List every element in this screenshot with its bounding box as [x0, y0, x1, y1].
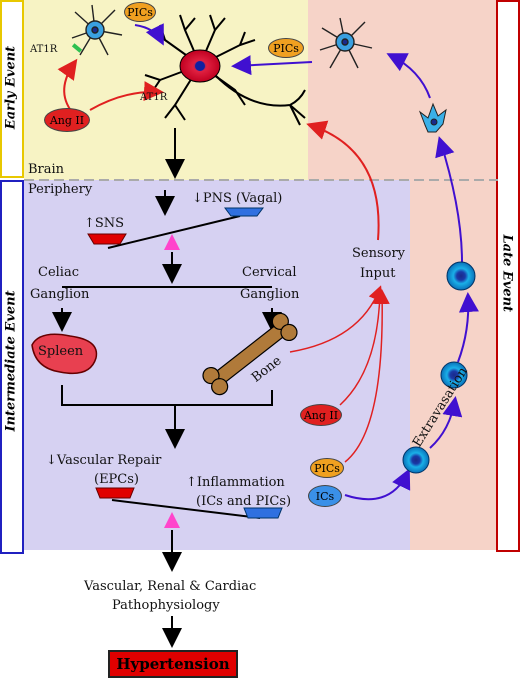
- circulating-cell-icon-1: [402, 446, 430, 474]
- microglia-icon-right: [319, 17, 373, 69]
- cervical-label-line1: Cervical: [242, 265, 297, 280]
- neuron-icon: [144, 14, 306, 126]
- hypertension-box: Hypertension: [108, 650, 238, 678]
- celiac-label-line1: Celiac: [38, 265, 79, 280]
- intermediate-event-side-box: [0, 180, 24, 554]
- circulating-cell-icon-2: [440, 361, 468, 389]
- sensory-input-line1: Sensory: [352, 246, 406, 261]
- circulating-cell-icon-3: [446, 261, 476, 291]
- inflammation-weight: [243, 507, 283, 519]
- sns-pns-lever: [107, 215, 241, 249]
- at1r-top-label: AT1R: [30, 44, 58, 55]
- bone-to-sensory-arrow: [289, 285, 383, 353]
- pics-to-sensory-arrow: [344, 289, 390, 463]
- epcs-label: (EPCs): [94, 472, 139, 487]
- microglia-icon: [71, 4, 123, 56]
- angii-to-sensory-arrow: [339, 289, 388, 406]
- sns-weight: [87, 233, 127, 245]
- pathophysiology-line1: Vascular, Renal & Cardiac: [84, 579, 257, 594]
- at1r-mid-label: AT1R: [140, 92, 168, 103]
- periphery-label: Periphery: [28, 182, 93, 197]
- activated-to-microglia-arrow: [386, 53, 431, 99]
- at1r-receptor-top: [71, 43, 83, 53]
- lever-fulcrum-top: [164, 234, 180, 250]
- ics-badge: ICs: [308, 485, 342, 507]
- cell-to-activated-arrow: [435, 136, 463, 263]
- early-event-region: [24, 0, 308, 180]
- spleen-label: Spleen: [38, 344, 84, 359]
- pics-to-neuron-arrow: [134, 23, 164, 46]
- sensory-input-line2: Input: [360, 266, 396, 281]
- ics-pics-label: (ICs and PICs): [196, 494, 292, 509]
- late-event-region-top: [308, 0, 498, 180]
- angii-badge-top: Ang II: [44, 108, 90, 132]
- inflammation-label: ↑Inflammation: [186, 475, 285, 490]
- cervical-label-line2: Ganglion: [240, 287, 300, 302]
- angii-to-microglia-arrow: [57, 58, 78, 113]
- pathophysiology-line2: Pathophysiology: [112, 598, 220, 613]
- repair-inflammation-lever: [111, 499, 261, 519]
- sensory-to-brain-arrow: [306, 120, 380, 241]
- pics-badge-right: PICs: [268, 38, 304, 58]
- spleen-icon: [31, 333, 98, 375]
- pics-badge-top: PICs: [124, 2, 156, 22]
- pics-right-to-neuron-arrow: [231, 55, 313, 76]
- cell2-to-cell3-arrow: [457, 292, 479, 363]
- pics-badge-bottom: PICs: [310, 458, 344, 478]
- angii-badge-mid: Ang II: [300, 404, 342, 426]
- epcs-weight: [95, 487, 135, 499]
- pns-weight: [224, 207, 264, 217]
- lever-fulcrum-bottom: [164, 512, 180, 528]
- late-event-side-box: [496, 0, 520, 552]
- spleen-bone-converge: [61, 385, 273, 406]
- celiac-label-line2: Ganglion: [30, 287, 90, 302]
- activated-cell-icon: [418, 102, 447, 133]
- early-event-side-box: [0, 0, 24, 178]
- angii-to-neuron-arrow: [89, 81, 164, 111]
- ics-to-cell-arrow: [344, 468, 411, 501]
- vascular-repair-label: ↓Vascular Repair: [46, 453, 162, 468]
- sns-label: ↑SNS: [84, 216, 125, 231]
- brain-label: Brain: [28, 162, 65, 177]
- pns-label: ↓PNS (Vagal): [192, 191, 283, 206]
- cell1-to-cell2-arrow: [429, 396, 463, 449]
- bone-icon: [202, 312, 298, 396]
